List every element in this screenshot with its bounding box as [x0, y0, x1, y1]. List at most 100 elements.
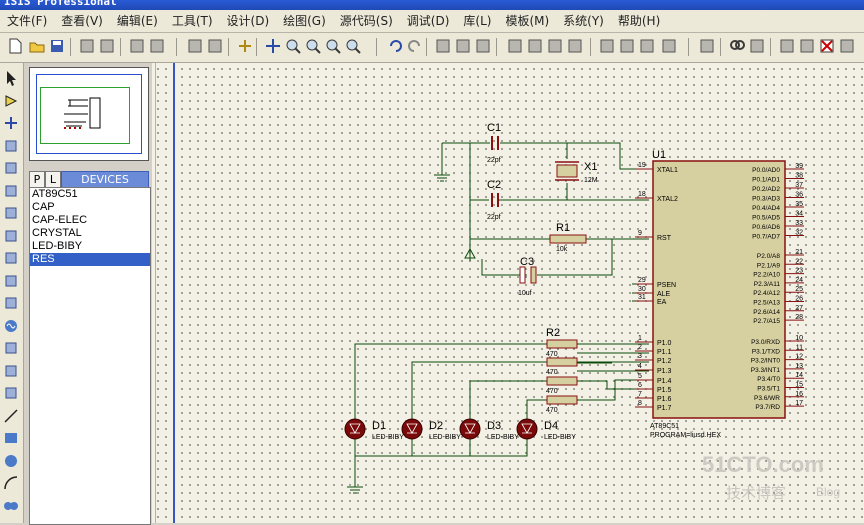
u1-pin-num: 38 — [795, 173, 803, 180]
packaging-icon[interactable] — [638, 37, 656, 55]
menu-item-1[interactable]: 查看(V) — [61, 14, 103, 28]
import-icon[interactable] — [78, 37, 96, 55]
library-manager-tab[interactable]: L — [45, 171, 61, 188]
overview-window[interactable] — [29, 67, 149, 161]
origin-icon[interactable] — [236, 37, 254, 55]
menu-item-11[interactable]: 帮助(H) — [617, 14, 661, 28]
line-icon[interactable] — [2, 407, 20, 425]
resistor-r2[interactable] — [546, 339, 578, 349]
device-list-item[interactable]: CAP-ELEC — [32, 214, 88, 226]
capacitor-c2[interactable] — [491, 193, 499, 207]
copy-icon[interactable] — [454, 37, 472, 55]
pick-device-icon[interactable] — [598, 37, 616, 55]
open-folder-icon[interactable] — [28, 37, 46, 55]
paste-icon[interactable] — [474, 37, 492, 55]
voltage-probe-icon[interactable] — [2, 339, 20, 357]
undo-icon[interactable] — [386, 37, 404, 55]
component-icon[interactable] — [2, 92, 20, 110]
resistor-r2[interactable] — [546, 357, 578, 367]
zoom-in-icon[interactable] — [284, 37, 302, 55]
zoom-area-icon[interactable] — [344, 37, 362, 55]
pan-icon[interactable] — [264, 37, 282, 55]
junction-icon[interactable] — [2, 114, 20, 132]
menu-item-9[interactable]: 模板(M) — [505, 14, 550, 28]
arc-icon[interactable] — [2, 474, 20, 492]
text-script-icon[interactable] — [2, 159, 20, 177]
wire-autorouter-icon[interactable] — [698, 37, 716, 55]
pick-devices-tab[interactable]: P — [29, 171, 45, 188]
resistor-r2[interactable] — [546, 376, 578, 386]
menu-item-4[interactable]: 设计(D) — [226, 14, 270, 28]
delete-sheet-icon[interactable] — [818, 37, 836, 55]
wire-label-icon[interactable] — [2, 137, 20, 155]
resistor-r2[interactable] — [546, 395, 578, 405]
subcircuit-icon[interactable] — [2, 204, 20, 222]
new-sheet-icon[interactable] — [798, 37, 816, 55]
graph-icon[interactable] — [2, 272, 20, 290]
zoom-all-icon[interactable] — [324, 37, 342, 55]
u1-pin-name: EA — [657, 299, 667, 306]
print-area-icon[interactable] — [148, 37, 166, 55]
menu-item-7[interactable]: 调试(D) — [406, 14, 450, 28]
led-1-type: LED-BIBY — [372, 434, 404, 441]
search-icon[interactable] — [728, 37, 746, 55]
resistor-r1[interactable] — [549, 234, 587, 244]
property-tool-icon[interactable] — [748, 37, 766, 55]
make-device-icon[interactable] — [618, 37, 636, 55]
block-copy-icon[interactable] — [506, 37, 524, 55]
u1-pin-num: 22 — [795, 258, 803, 265]
led-1-ref: D1 — [372, 420, 386, 432]
box-icon[interactable] — [2, 429, 20, 447]
block-move-icon[interactable] — [526, 37, 544, 55]
block-delete-icon[interactable] — [566, 37, 584, 55]
terminal-icon[interactable] — [2, 227, 20, 245]
bus-icon[interactable] — [2, 182, 20, 200]
device-list-item[interactable]: CAP — [32, 201, 55, 213]
device-list-item[interactable]: CRYSTAL — [32, 227, 82, 239]
export-icon[interactable] — [98, 37, 116, 55]
refresh-icon[interactable] — [186, 37, 204, 55]
redo-icon[interactable] — [406, 37, 424, 55]
path-icon[interactable] — [2, 497, 20, 515]
led-1[interactable] — [344, 418, 366, 440]
grid-icon[interactable] — [206, 37, 224, 55]
capacitor-c1[interactable] — [491, 136, 499, 150]
zoom-out-icon[interactable] — [304, 37, 322, 55]
netlist-icon[interactable] — [778, 37, 796, 55]
menu-item-6[interactable]: 源代码(S) — [339, 14, 393, 28]
u1-pin-num: 21 — [795, 249, 803, 256]
menu-item-2[interactable]: 编辑(E) — [116, 14, 158, 28]
block-rotate-icon[interactable] — [546, 37, 564, 55]
crystal-x1[interactable] — [556, 164, 578, 178]
current-probe-icon[interactable] — [2, 362, 20, 380]
generator-icon[interactable] — [2, 317, 20, 335]
led-4[interactable] — [516, 418, 538, 440]
goto-sheet-icon[interactable] — [838, 37, 856, 55]
menu-item-10[interactable]: 系统(Y) — [563, 14, 604, 28]
ground-symbol — [434, 174, 450, 182]
menu-item-8[interactable]: 库(L) — [463, 14, 492, 28]
new-file-icon[interactable] — [6, 37, 24, 55]
capacitor-c3[interactable] — [519, 266, 526, 284]
device-list-item[interactable]: LED-BIBY — [32, 240, 83, 252]
tape-recorder-icon[interactable] — [2, 294, 20, 312]
microcontroller-u1[interactable] — [652, 160, 786, 419]
capacitor-c1-value: 22pf — [487, 157, 501, 164]
toolbar-separator — [376, 38, 377, 56]
device-list-item[interactable]: RES — [30, 253, 150, 266]
circle-icon[interactable] — [2, 452, 20, 470]
print-icon[interactable] — [128, 37, 146, 55]
decompose-icon[interactable] — [660, 37, 678, 55]
led-2[interactable] — [401, 418, 423, 440]
menu-item-0[interactable]: 文件(F) — [7, 14, 48, 28]
menu-item-5[interactable]: 绘图(G) — [283, 14, 326, 28]
led-3[interactable] — [459, 418, 481, 440]
selection-icon[interactable] — [2, 69, 20, 87]
device-pin-icon[interactable] — [2, 249, 20, 267]
device-list-item[interactable]: AT89C51 — [32, 188, 78, 200]
menu-item-3[interactable]: 工具(T) — [171, 14, 213, 28]
virtual-instrument-icon[interactable] — [2, 384, 20, 402]
save-icon[interactable] — [48, 37, 66, 55]
cut-icon[interactable] — [434, 37, 452, 55]
